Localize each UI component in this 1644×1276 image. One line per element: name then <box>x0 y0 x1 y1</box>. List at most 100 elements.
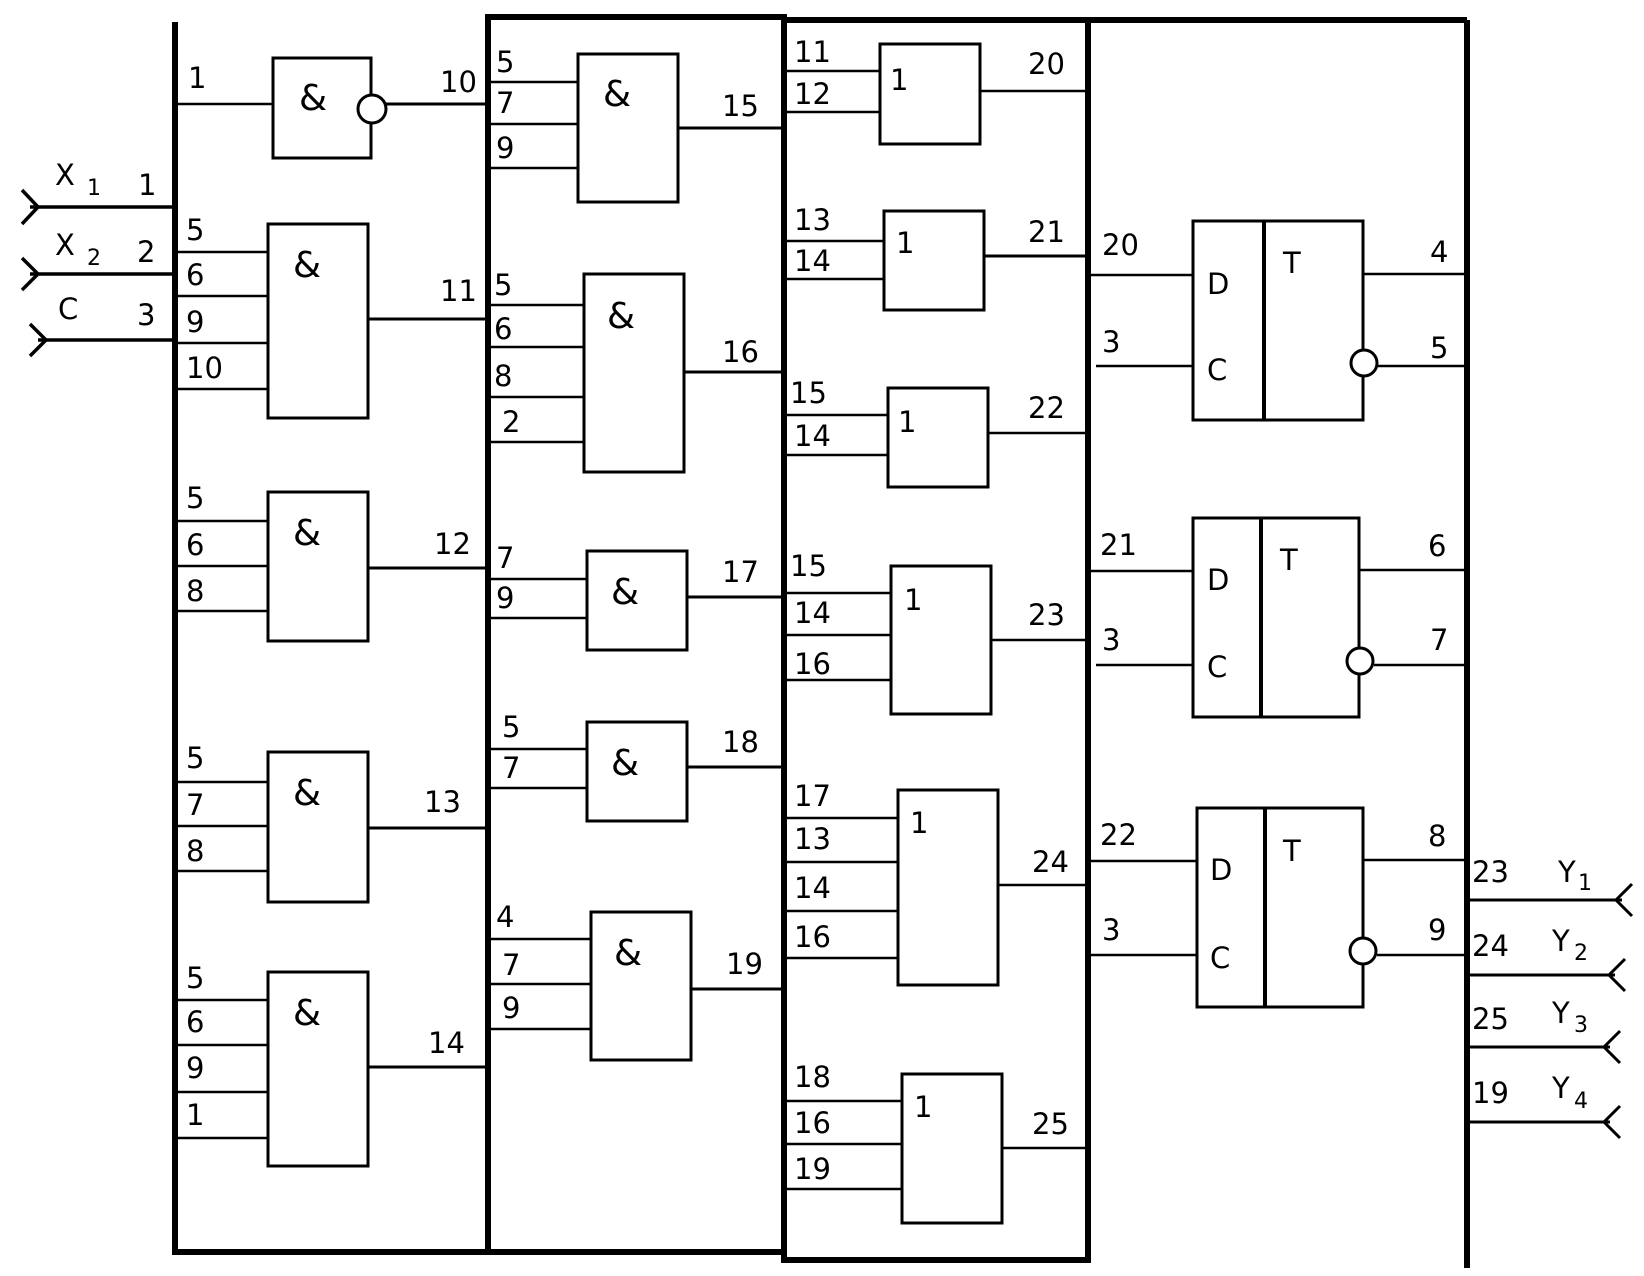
gate-body <box>585 720 689 823</box>
input-label: 8 <box>494 359 512 393</box>
d-pin-label: D <box>1207 563 1229 597</box>
gate-body <box>886 386 990 489</box>
input-x1-sub: 1 <box>87 176 101 201</box>
stage-1: & 1 10 & 5 6 9 10 11 <box>175 56 488 1168</box>
d-input-label: 21 <box>1100 528 1137 562</box>
gate-body <box>585 549 689 652</box>
inversion-bubble <box>356 93 388 125</box>
c-pin-label: C <box>1210 941 1230 975</box>
input-label: 1 <box>186 1098 204 1132</box>
gate-body <box>271 56 373 160</box>
c-pin-label: C <box>1207 650 1227 684</box>
output-y4-name: Y <box>1551 1071 1570 1105</box>
stage-3: 1 11 12 20 1 13 14 21 1 15 14 <box>784 35 1088 1225</box>
gate-symbol: 1 <box>910 806 928 840</box>
t-label: T <box>1282 246 1301 280</box>
gate-symbol: & <box>299 78 327 119</box>
output-label: 25 <box>1032 1107 1069 1141</box>
output-y2-num: 24 <box>1472 929 1509 963</box>
output-y1-name: Y <box>1557 855 1576 889</box>
gate-symbol: & <box>293 513 321 554</box>
output-label: 11 <box>440 274 477 308</box>
and-gate-g4: & 5 7 8 13 <box>175 741 488 904</box>
input-label: 11 <box>794 35 831 69</box>
inversion-bubble <box>1348 936 1378 966</box>
input-label: 2 <box>502 405 520 439</box>
d-pin-label: D <box>1210 853 1232 887</box>
gate-body <box>589 910 693 1062</box>
input-label: 7 <box>496 541 514 575</box>
and-gate-h1: & 5 7 9 15 <box>488 45 784 204</box>
d-pin-label: D <box>1207 267 1229 301</box>
output-label: 12 <box>434 527 471 561</box>
input-label: 15 <box>790 376 827 410</box>
input-label: 5 <box>496 45 514 79</box>
input-label: 13 <box>794 203 831 237</box>
flipflop-body <box>1195 806 1365 1009</box>
output-y1-num: 23 <box>1472 855 1509 889</box>
q-output-label: 4 <box>1430 235 1448 269</box>
inversion-bubble <box>1349 348 1379 378</box>
output-y3-sub: 3 <box>1574 1013 1588 1038</box>
input-label: 9 <box>496 131 514 165</box>
input-label: 8 <box>186 574 204 608</box>
input-x2-name: X <box>55 228 75 262</box>
input-label: 1 <box>188 61 206 95</box>
input-label: 17 <box>794 779 831 813</box>
and-gate-g5: & 5 6 9 1 14 <box>175 961 488 1168</box>
gate-body <box>896 788 1000 987</box>
inversion-bubble <box>1345 646 1375 676</box>
input-c-num: 3 <box>137 298 155 332</box>
and-gate-g2: & 5 6 9 10 11 <box>175 213 488 420</box>
nq-output-label: 9 <box>1428 913 1446 947</box>
input-x2-num: 2 <box>137 235 155 269</box>
gate-body <box>266 490 370 643</box>
input-label: 15 <box>790 549 827 583</box>
input-label: 6 <box>186 258 204 292</box>
t-label: T <box>1282 834 1301 868</box>
gate-symbol: 1 <box>898 405 916 439</box>
input-label: 5 <box>186 741 204 775</box>
stage-2: & 5 7 9 15 & 5 6 8 2 16 <box>488 45 784 1062</box>
gate-symbol: 1 <box>914 1090 932 1124</box>
gate-symbol: & <box>611 743 639 784</box>
gate-body <box>882 209 986 312</box>
output-labels: 23 Y 1 24 Y 2 25 Y 3 19 Y 4 <box>1472 855 1592 1114</box>
input-label: 6 <box>494 312 512 346</box>
flipflops: D C T 20 3 4 5 D C T 21 3 6 7 <box>1088 219 1467 1009</box>
input-label: 8 <box>186 834 204 868</box>
output-y3-name: Y <box>1551 996 1570 1030</box>
c-input-label: 3 <box>1102 325 1120 359</box>
gate-body <box>889 564 993 716</box>
input-label: 6 <box>186 528 204 562</box>
input-label: 13 <box>794 822 831 856</box>
gate-body <box>266 750 370 904</box>
input-x2-sub: 2 <box>87 246 101 271</box>
output-y3-num: 25 <box>1472 1002 1509 1036</box>
flipflop-body <box>1191 219 1365 422</box>
or-gate-o1: 1 11 12 20 <box>784 35 1088 146</box>
output-label: 24 <box>1032 845 1069 879</box>
input-x1-name: X <box>55 158 75 192</box>
d-flipflop-2: D C T 21 3 6 7 <box>1088 516 1467 719</box>
gate-symbol: 1 <box>896 226 914 260</box>
or-gate-o5: 1 17 13 14 16 24 <box>784 779 1088 987</box>
output-y4-sub: 4 <box>1574 1089 1588 1114</box>
input-label: 7 <box>186 788 204 822</box>
gate-body <box>900 1072 1004 1225</box>
gate-symbol: & <box>603 74 631 115</box>
input-label: 16 <box>794 647 831 681</box>
gate-symbol: & <box>293 773 321 814</box>
gate-body <box>878 42 982 146</box>
t-label: T <box>1279 543 1298 577</box>
c-input-label: 3 <box>1102 913 1120 947</box>
gate-body <box>266 222 370 420</box>
and-gate-g1: & 1 10 <box>175 56 488 160</box>
and-gate-h2: & 5 6 8 2 16 <box>488 268 784 474</box>
input-label: 7 <box>502 751 520 785</box>
gate-symbol: & <box>607 296 635 337</box>
gate-body <box>266 970 370 1168</box>
input-label: 9 <box>502 991 520 1025</box>
gate-symbol: & <box>614 933 642 974</box>
